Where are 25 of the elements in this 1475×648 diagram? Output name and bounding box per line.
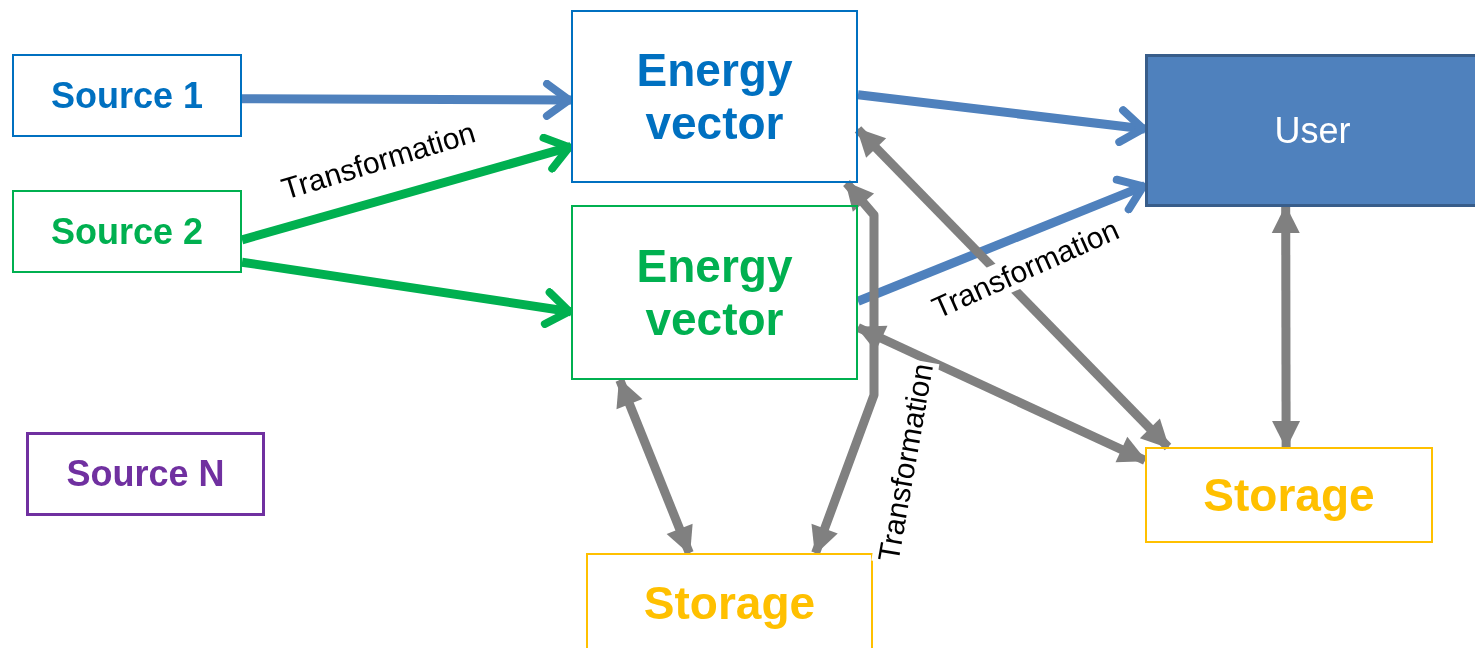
- node-label: Energy vector: [635, 43, 794, 150]
- storage-box: [1145, 447, 1433, 543]
- arrow: [615, 378, 694, 555]
- node-label: Storage: [643, 576, 816, 630]
- energy-vector-box: [571, 205, 858, 380]
- arrow: [1271, 205, 1301, 449]
- arrow: [241, 257, 573, 328]
- node-label: User: [1274, 109, 1351, 152]
- node-label: Source 2: [50, 210, 204, 253]
- source-box: [26, 432, 265, 516]
- arrow: [811, 180, 879, 555]
- node-label: Source N: [66, 453, 225, 495]
- arrow: [242, 79, 573, 120]
- node-label: Energy vector: [635, 239, 794, 346]
- arrow: [240, 133, 574, 245]
- arrow: [854, 126, 1172, 451]
- storage-box: [586, 553, 873, 648]
- arrow: [857, 90, 1147, 146]
- node-label: Storage: [1203, 468, 1375, 522]
- node-label: Source 1: [50, 74, 204, 117]
- arrow: [856, 323, 1147, 465]
- energy-vector-box: [571, 10, 858, 183]
- source-box: [12, 190, 242, 273]
- source-box: [12, 54, 242, 137]
- user-box: [1145, 54, 1475, 207]
